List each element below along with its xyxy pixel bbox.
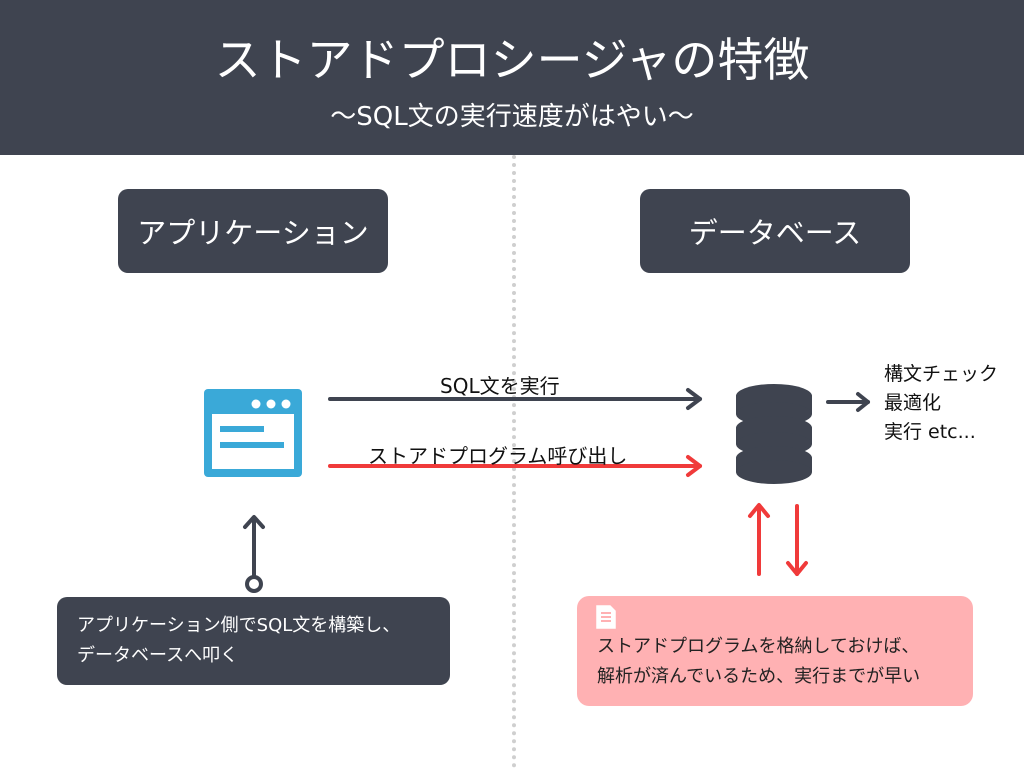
db-up-down-arrows bbox=[748, 503, 808, 576]
page-subtitle: 〜SQL文の実行速度がはやい〜 bbox=[330, 102, 694, 132]
app-up-arrow bbox=[243, 515, 265, 593]
db-note-box: ストアドプログラムを格納しておけば、 解析が済んでいるため、実行までが早い bbox=[577, 596, 973, 706]
db-note-line2: 解析が済んでいるため、実行までが早い bbox=[597, 666, 921, 687]
db-note-line1: ストアドプログラムを格納しておけば、 bbox=[597, 636, 920, 657]
stored-program-call-arrow bbox=[328, 455, 702, 477]
sql-exec-label: SQL文を実行 bbox=[440, 374, 560, 398]
application-label: アプリケーション bbox=[118, 189, 388, 273]
sql-exec-arrow bbox=[328, 388, 702, 410]
db-note-execute: 実行 etc... bbox=[884, 421, 976, 443]
database-label: データベース bbox=[640, 189, 910, 273]
header: ストアドプロシージャの特徴 〜SQL文の実行速度がはやい〜 bbox=[0, 0, 1024, 155]
document-icon bbox=[596, 605, 616, 629]
app-note-line2: データベースへ叩く bbox=[77, 645, 239, 666]
app-note-box: アプリケーション側でSQL文を構築し、 データベースへ叩く bbox=[57, 597, 450, 685]
db-notes-arrow bbox=[826, 392, 870, 412]
database-icon bbox=[736, 384, 812, 484]
app-note-line1: アプリケーション側でSQL文を構築し、 bbox=[77, 615, 401, 636]
stored-program-call-label: ストアドプログラム呼び出し bbox=[368, 444, 628, 468]
db-note-syntax-check: 構文チェック bbox=[884, 363, 999, 385]
page-title: ストアドプロシージャの特徴 bbox=[214, 33, 810, 87]
center-divider bbox=[512, 155, 516, 768]
db-notes: 構文チェック 最適化 実行 etc... bbox=[884, 360, 998, 447]
db-note-optimize: 最適化 bbox=[884, 392, 942, 414]
app-window-icon bbox=[204, 389, 302, 477]
